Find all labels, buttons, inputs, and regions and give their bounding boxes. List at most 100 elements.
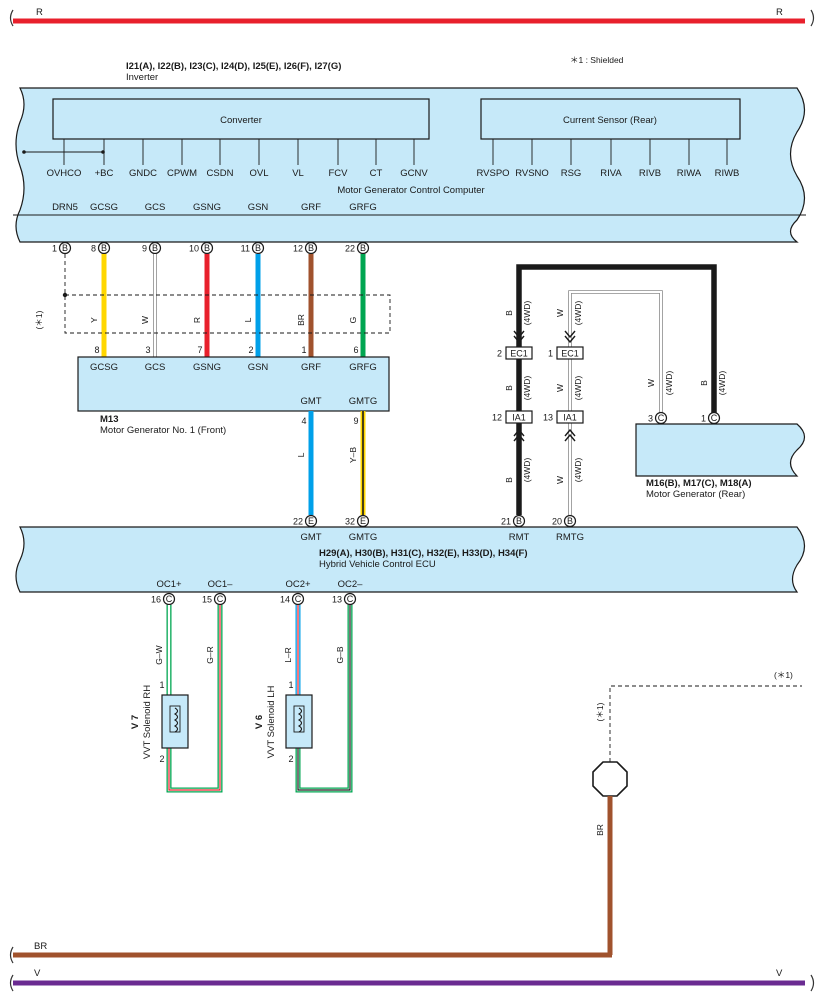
terminal-RIWA: RIWA <box>677 168 702 179</box>
terminal-+BC: +BC <box>95 168 114 179</box>
solenoid-pin-1: 1 <box>159 680 164 690</box>
inverter-pin-22-letter: B <box>360 243 366 253</box>
inverter-pin-11-number: 11 <box>241 244 250 254</box>
terminal-FCV: FCV <box>329 168 349 179</box>
inverter-pin-22-circle <box>356 241 370 255</box>
wire-label-G–B: G–B <box>335 646 345 663</box>
m13-name: Motor Generator No. 1 (Front) <box>100 425 226 436</box>
hv-pin-16-letter: C <box>166 594 173 604</box>
red-rail-label-left: R <box>36 7 43 18</box>
inverter-name: Inverter <box>126 72 158 83</box>
shield-marker-upper: (＊1) <box>34 310 44 329</box>
m13-terminal-GSN: GSN <box>248 362 269 373</box>
chevron-down-icon <box>513 330 525 339</box>
converter-box <box>52 98 430 140</box>
hv-pin-15-letter: C <box>217 594 224 604</box>
m13-pin-1: 1 <box>301 345 306 355</box>
inverter-pin-12-circle <box>304 241 318 255</box>
wire-W-rmtg-core <box>569 291 662 515</box>
hv-pin-14-circle <box>291 592 305 606</box>
ground-point-icon <box>592 761 628 797</box>
mgcc-label: Motor Generator Control Computer <box>337 185 484 196</box>
solenoid-pin-2: 2 <box>159 754 164 764</box>
terminal-DRN5: DRN5 <box>52 202 78 213</box>
terminal-RVSNO: RVSNO <box>515 168 549 179</box>
wire-label-B-2: B <box>504 477 514 483</box>
wire-label-W-1: W <box>555 384 565 392</box>
hv-pin-22-circle <box>304 514 318 528</box>
purple-rail: V V <box>9 968 815 992</box>
wire-G–R-stripe <box>168 605 221 791</box>
wire-label-G: G <box>348 317 358 324</box>
terminal-GCS: GCS <box>145 202 166 213</box>
wire-label-W: W <box>140 316 150 324</box>
wire-label-W-rear: W <box>646 379 656 387</box>
junction-box <box>505 410 533 424</box>
hv-pin-16-number: 16 <box>151 595 161 605</box>
chevron-up-icon <box>513 433 525 442</box>
terminal-GSN: GSN <box>248 202 269 213</box>
terminal-GCNV: GCNV <box>400 168 428 179</box>
hv-terminal-OC1+: OC1+ <box>156 579 182 590</box>
hv-ecu-panel <box>15 526 806 593</box>
rear-motor-pin-3-letter: C <box>658 413 665 423</box>
brown-rail-label: BR <box>34 941 47 952</box>
variant-label-B-rear: (4WD) <box>717 371 727 396</box>
terminal-RIVA: RIVA <box>600 168 622 179</box>
junction-box <box>505 346 533 360</box>
terminal-OVHCO: OVHCO <box>47 168 82 179</box>
terminal-CSDN: CSDN <box>207 168 234 179</box>
terminal-RSG: RSG <box>561 168 582 179</box>
inverter-pin-1-number: 1 <box>52 244 57 254</box>
hv-pin-20-letter: B <box>567 516 573 526</box>
hv-pin-14: C14 <box>280 592 305 606</box>
inverter-pin-22-number: 22 <box>345 244 355 254</box>
wire-label-B-1: B <box>504 385 514 391</box>
junction-box <box>556 410 584 424</box>
junction-label: EC1 <box>510 349 528 359</box>
terminal-VL: VL <box>292 168 304 179</box>
chevron-down-icon <box>564 330 576 339</box>
hv-pin-16: C 16 <box>151 592 176 606</box>
terminal-OVL: OVL <box>249 168 268 179</box>
hv-pin-22: E22 <box>293 514 318 528</box>
wire-label-B-0: B <box>504 310 514 316</box>
hv-connectors: H29(A), H30(B), H31(C), H32(E), H33(D), … <box>319 548 528 559</box>
current-sensor-box <box>480 98 741 140</box>
inverter-pin-10-circle <box>200 241 214 255</box>
variant-label-W-rear: (4WD) <box>664 371 674 396</box>
current-sensor-label: Current Sensor (Rear) <box>563 115 657 126</box>
red-rail: R R <box>9 7 815 27</box>
hv-terminal-RMT: RMT <box>509 532 530 543</box>
solenoid-name: VVT Solenoid LH <box>266 686 277 759</box>
chevron-down-icon <box>513 335 525 344</box>
variant-label-W-0: (4WD) <box>573 301 583 326</box>
inverter-pin-8-letter: B <box>101 243 107 253</box>
chevron-down-icon <box>564 335 576 344</box>
wire-label-G–R: G–R <box>205 646 215 663</box>
hv-pin-14-number: 14 <box>280 595 290 605</box>
hv-pin-13-number: 13 <box>332 595 342 605</box>
wire-label-B-rear: B <box>699 380 709 386</box>
solenoid-name: VVT Solenoid RH <box>142 685 153 759</box>
terminal-GSNG: GSNG <box>193 202 221 213</box>
variant-label-B-2: (4WD) <box>522 458 532 483</box>
hv-pin-21-number: 21 <box>501 517 511 527</box>
junction-label: EC1 <box>561 349 579 359</box>
m13-terminal-gmtg: GMTG <box>349 396 378 407</box>
inverter-connectors: I21(A), I22(B), I23(C), I24(D), I25(E), … <box>126 61 341 72</box>
chevron-up-icon <box>564 428 576 437</box>
wire-label-Y: Y <box>89 317 99 323</box>
rear-motor-panel <box>635 423 806 477</box>
terminal-GCSG: GCSG <box>90 202 118 213</box>
terminal-GNDC: GNDC <box>129 168 157 179</box>
hv-terminal-GMT: GMT <box>300 532 321 543</box>
m13-box <box>77 356 390 412</box>
